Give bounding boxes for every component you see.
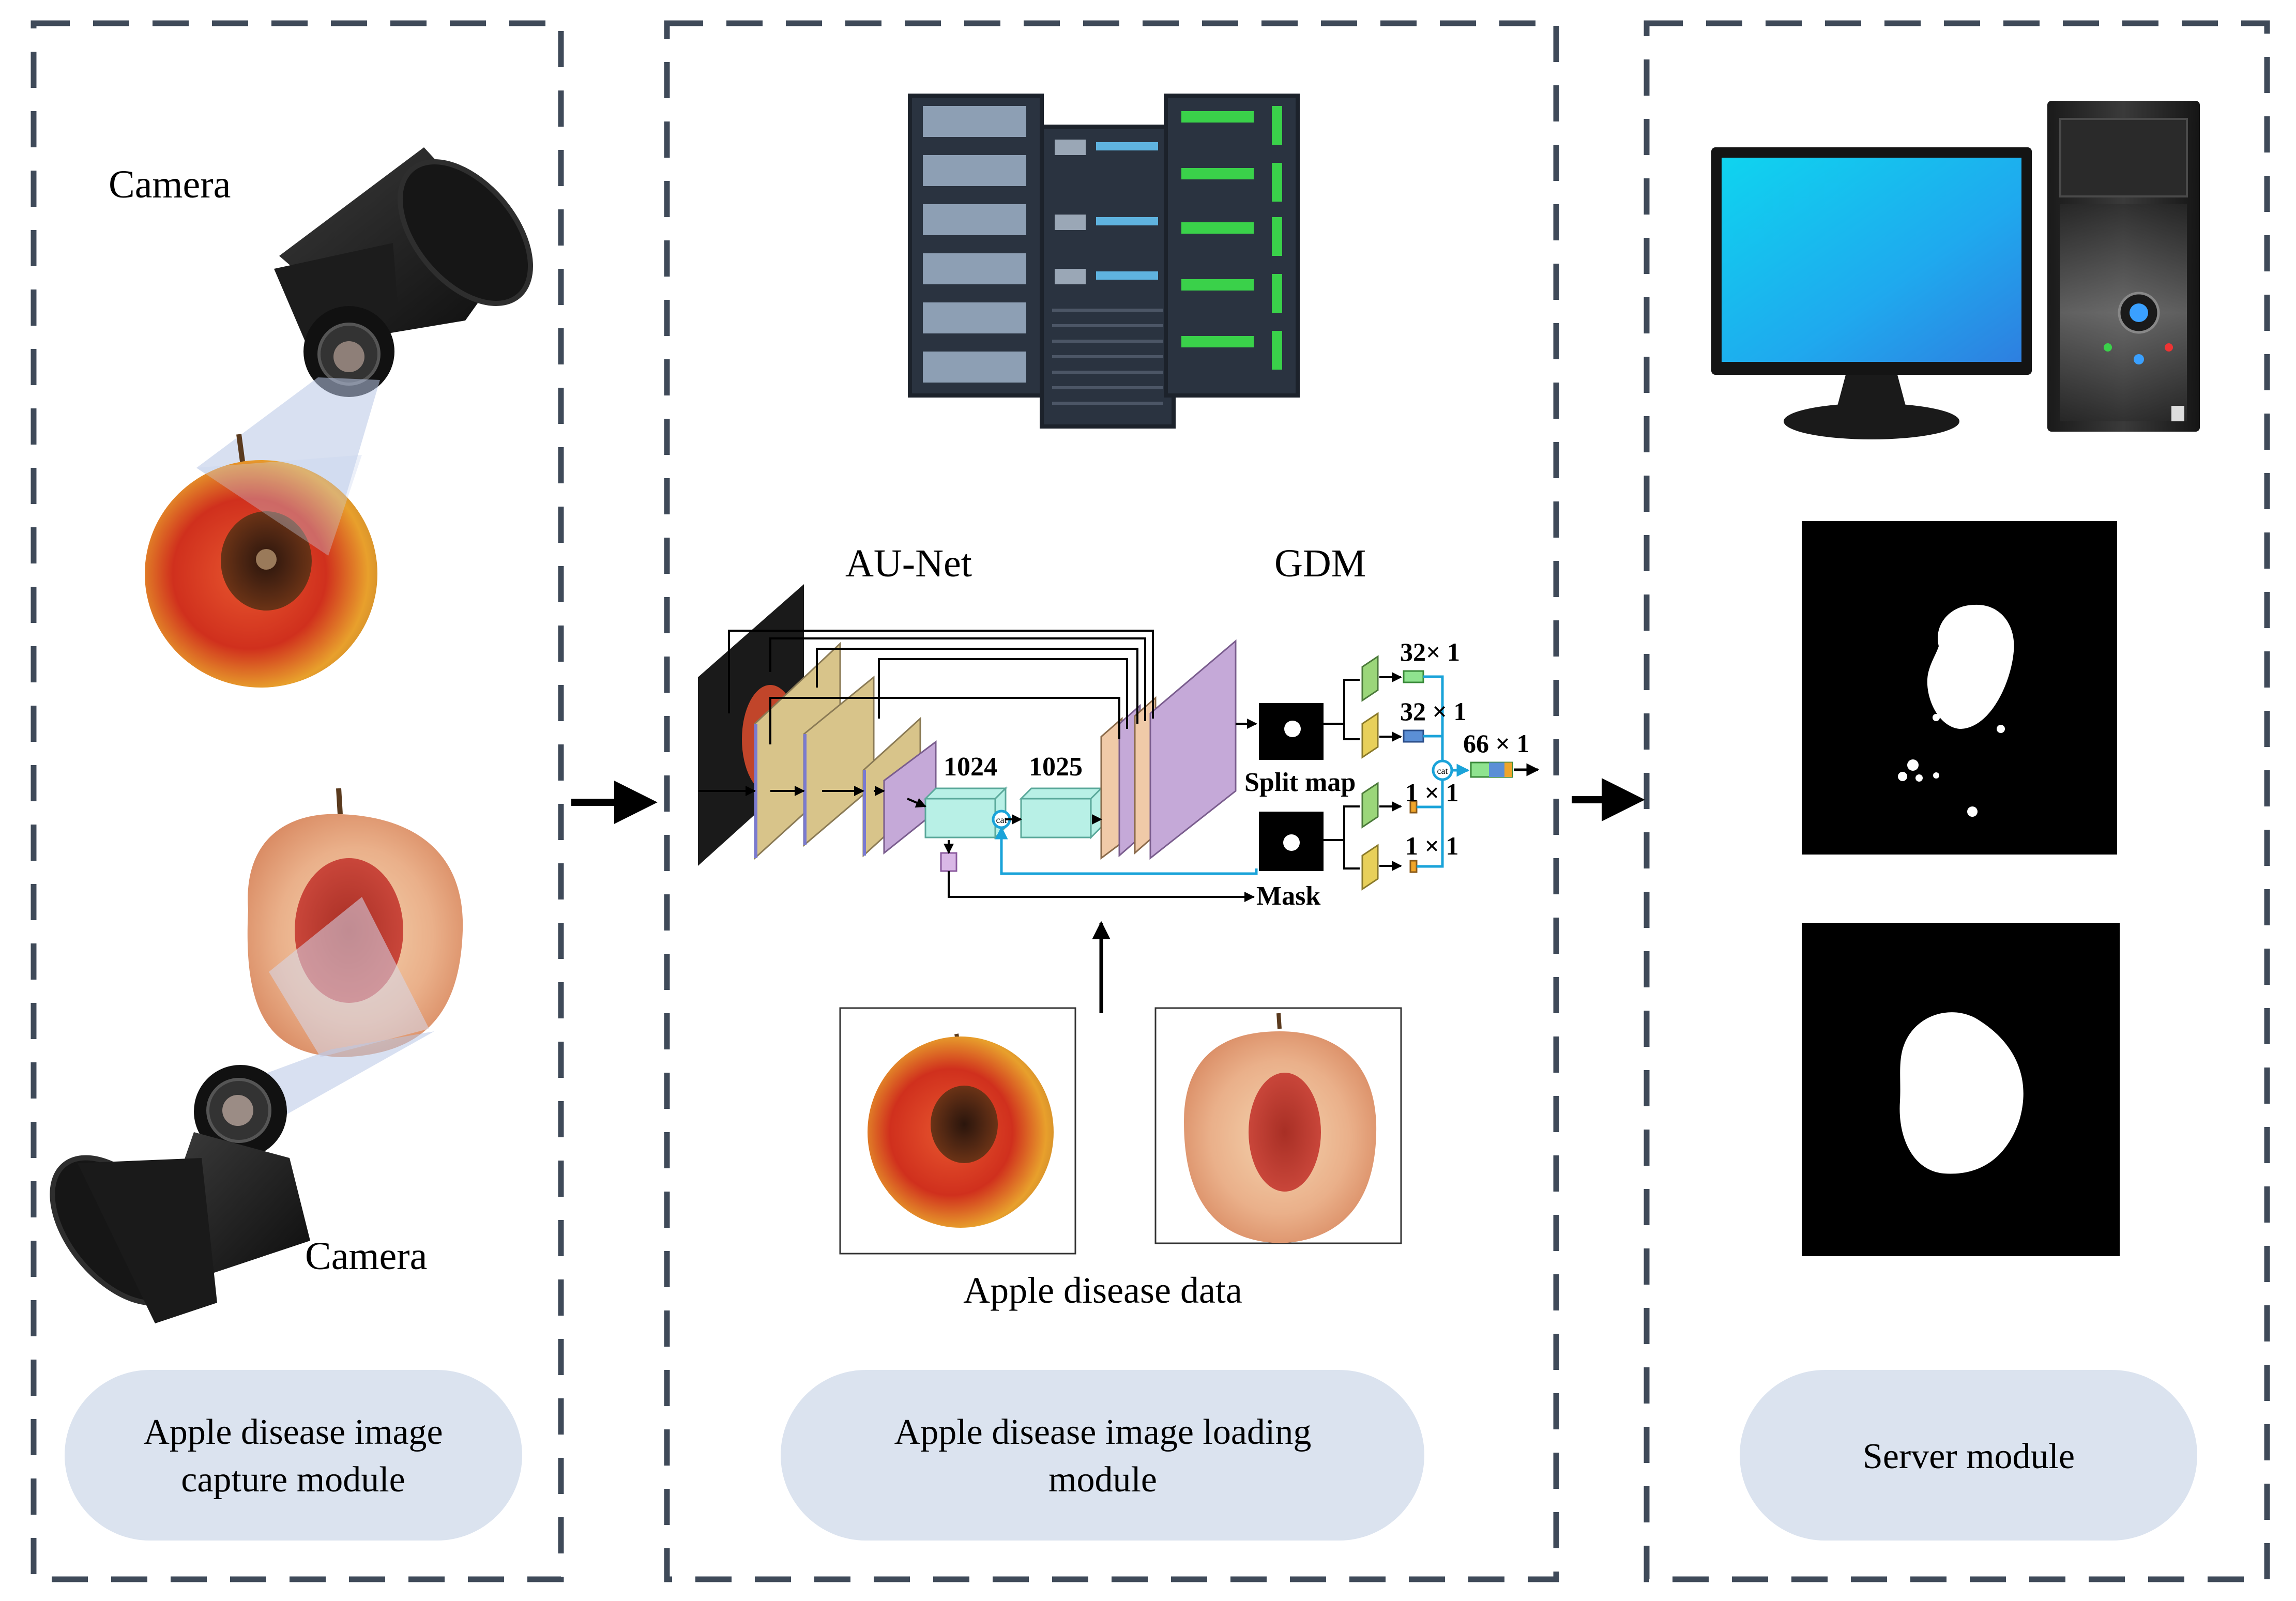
dim-label-1x1: 1 × 1 <box>1405 778 1459 807</box>
mask-label: Mask <box>1256 881 1320 911</box>
channels-1025-label: 1025 <box>1029 752 1083 782</box>
server-module-label: Server module <box>1863 1437 2075 1476</box>
gdm-branch-block <box>1361 844 1379 891</box>
feature-vector-1x1 <box>1409 860 1418 873</box>
concat-node-label: cat <box>996 815 1007 825</box>
feature-vector-32x1 <box>1403 670 1424 683</box>
dim-label-32x1: 32 × 1 <box>1400 697 1467 726</box>
loading-module-label-line2: module <box>1048 1460 1157 1500</box>
apple-data-sample <box>1154 1007 1402 1244</box>
capture-module-panel <box>31 20 564 1582</box>
dim-label-32x1: 32× 1 <box>1400 637 1460 666</box>
bottleneck-block-1025 <box>1019 786 1103 840</box>
feature-vector-32x1 <box>1403 729 1424 743</box>
server-module: Server module <box>1711 101 2200 1541</box>
bottleneck-block-1024 <box>923 786 1008 840</box>
panel-borders <box>31 20 2270 1582</box>
server-module-panel <box>1644 20 2270 1582</box>
decoder-block <box>1149 639 1237 860</box>
data-caption: Apple disease data <box>963 1270 1242 1311</box>
gdm-branch-block <box>1361 655 1379 702</box>
camera-top-label: Camera <box>109 163 231 206</box>
camera-bottom-label: Camera <box>305 1234 427 1278</box>
split-map-label: Split map <box>1244 768 1356 797</box>
apple-image <box>247 788 463 1057</box>
camera-icon <box>50 1065 310 1323</box>
loading-module-label-pill <box>781 1370 1424 1541</box>
channels-1024-label: 1024 <box>944 752 997 782</box>
gdm-title: GDM <box>1274 542 1366 585</box>
capture-module-label-line1: Apple disease image <box>143 1412 443 1452</box>
server-rack-icon <box>908 94 1300 429</box>
segmentation-mask-image <box>1802 923 2120 1256</box>
mask-input-block <box>940 852 957 872</box>
au-net-architecture: 1024 1025 cat <box>698 584 1540 911</box>
capture-module-label-line2: capture module <box>181 1460 405 1500</box>
gdm-branch-block <box>1361 782 1379 829</box>
desktop-computer-icon <box>1711 101 2200 439</box>
network-title: AU-Net <box>845 542 972 585</box>
apple-data-sample <box>839 1007 1076 1255</box>
apple-image <box>145 434 377 688</box>
capture-module: Camera <box>50 147 533 1541</box>
gdm-concat-label: cat <box>1437 766 1448 776</box>
dim-label-1x1: 1 × 1 <box>1405 831 1459 860</box>
camera-icon <box>274 147 533 397</box>
gdm-branches: cat 32× 1 32 × 1 1 × 1 1 × 1 66 × 1 <box>1324 637 1540 891</box>
loading-module-label-line1: Apple disease image loading <box>894 1412 1312 1452</box>
dim-label-66x1: 66 × 1 <box>1463 729 1530 758</box>
gdm-branch-block <box>1361 712 1379 759</box>
server-module-label-pill <box>1740 1370 2197 1541</box>
segmentation-mask-image <box>1802 521 2117 855</box>
loading-module: AU-Net GDM 1024 1025 cat <box>698 94 1540 1541</box>
loading-module-panel <box>664 20 1559 1582</box>
capture-module-label-pill <box>65 1370 522 1541</box>
